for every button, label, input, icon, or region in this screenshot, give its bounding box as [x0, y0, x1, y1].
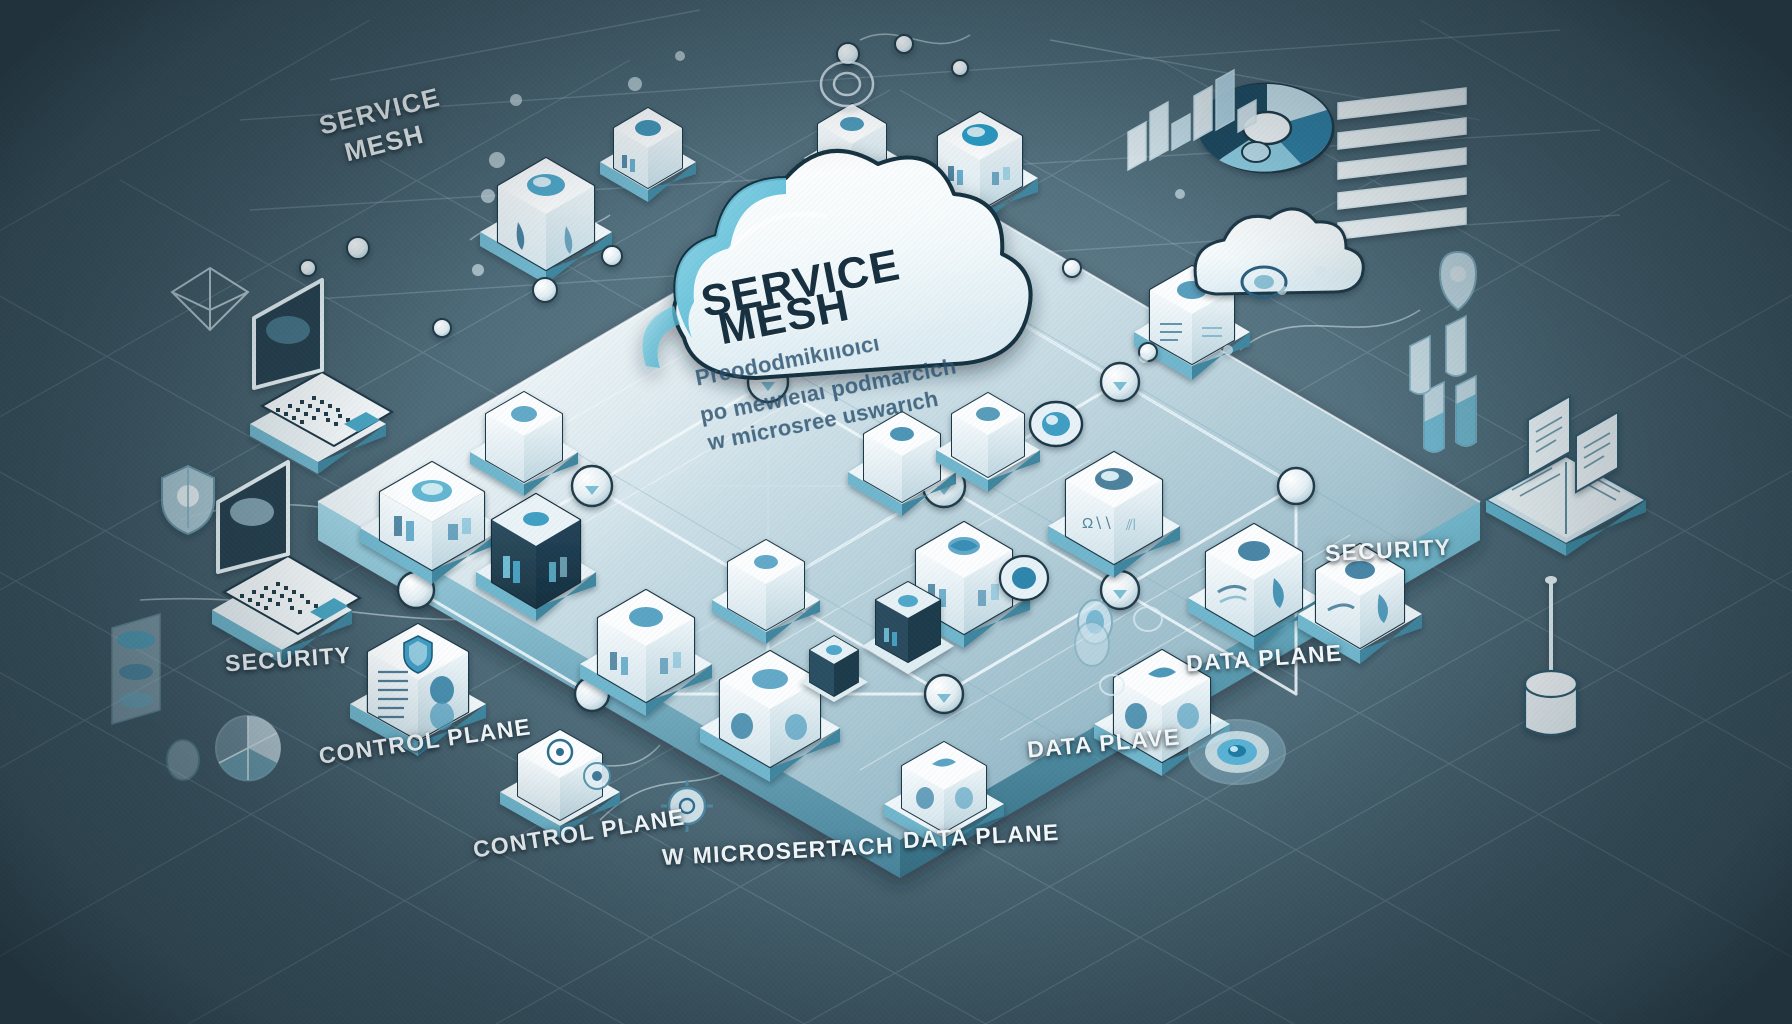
cloud-title-line2: MESH [714, 280, 854, 355]
label-data-plane-bottom: DATA PLANE [902, 818, 1061, 854]
label-security-left: SECURITY [224, 641, 353, 677]
label-service-mesh-top-line1: SERVICE [316, 81, 444, 141]
label-data-plave-mid: DATA PLAVE [1026, 723, 1182, 763]
label-data-plane-right: DATA PLANE [1185, 639, 1344, 677]
label-control-plane-mid: CONTROL PLANE [317, 713, 533, 769]
cloud-title-line1: SERVICE [697, 240, 905, 327]
cloud-subtitle-line3: w microsree uswarıch [705, 385, 941, 456]
cloud-subtitle-line2: po mewıeıaı podmarcich [697, 353, 959, 428]
label-control-plane-bottom: CONTROL PLANE [471, 803, 687, 863]
label-security-right: SECURITY [1324, 533, 1452, 567]
label-service-mesh-top-line2: MESH [341, 118, 428, 168]
cloud-subtitle-line1: Preododmikıııoıcı [693, 330, 882, 391]
label-w-microsertach: W MICROSERTACH [661, 831, 895, 871]
